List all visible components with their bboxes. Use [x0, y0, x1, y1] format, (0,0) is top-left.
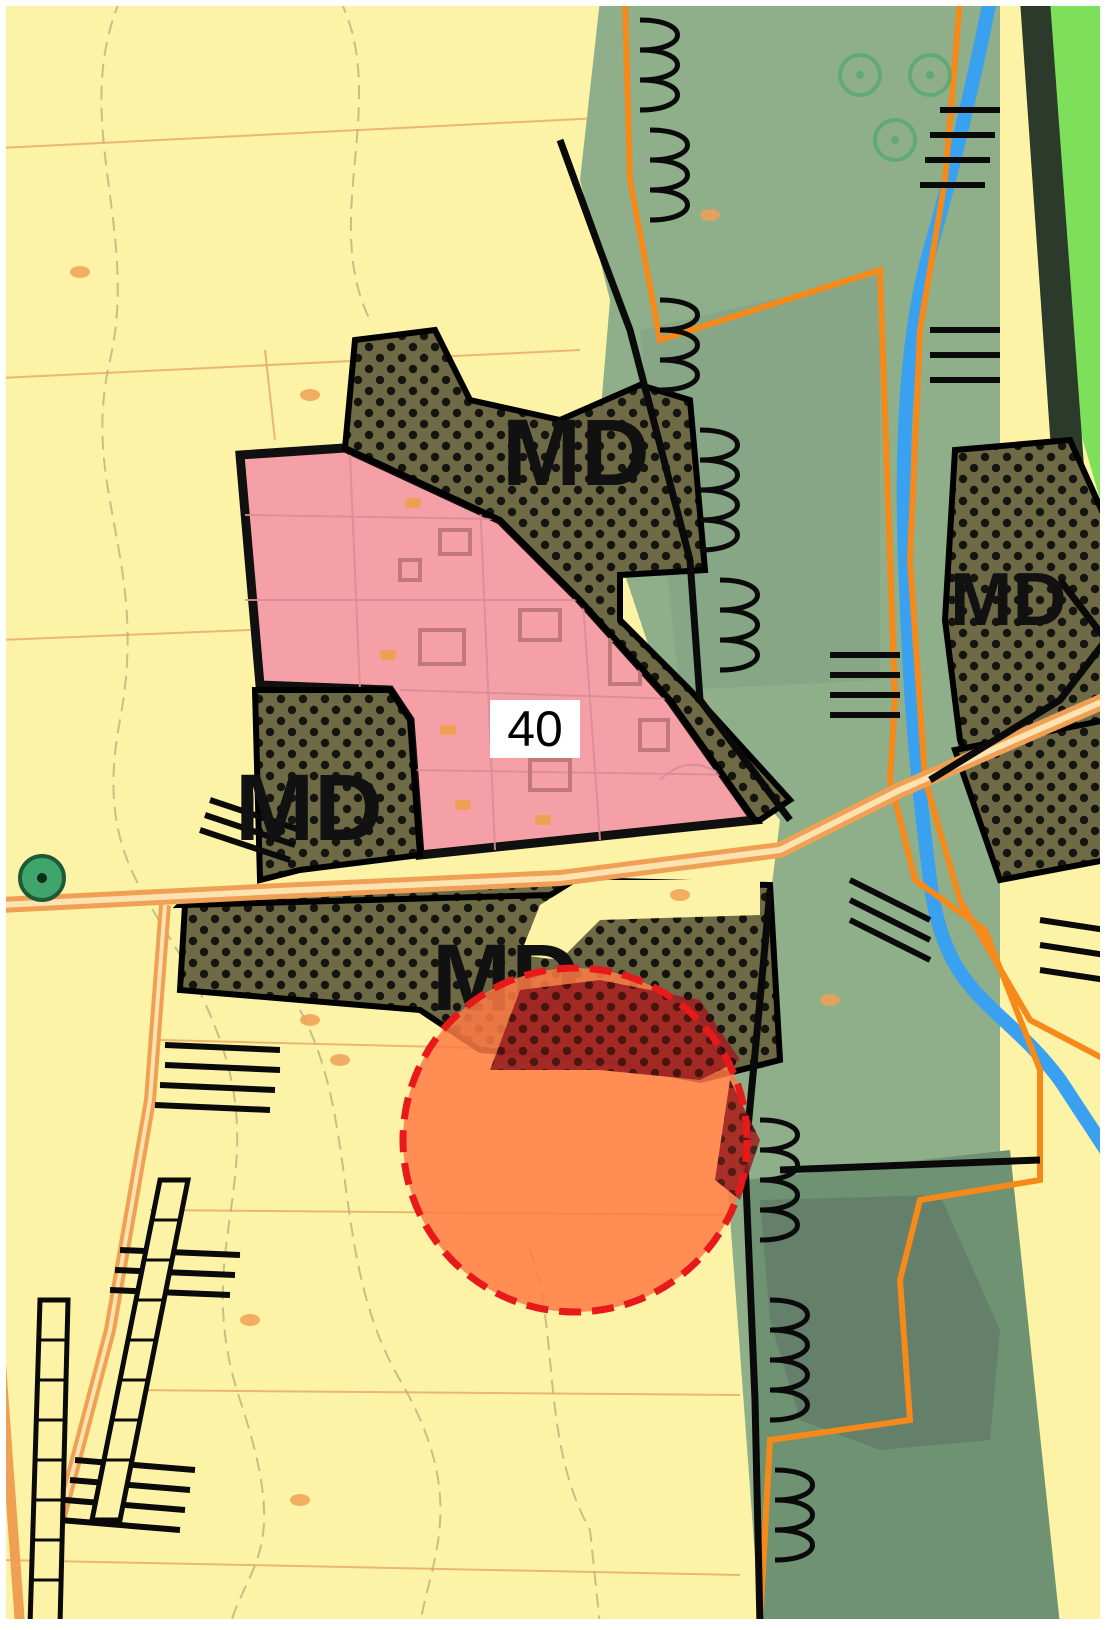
zone-label: MD [950, 557, 1067, 641]
tree-symbols [18, 53, 952, 902]
field-gap [520, 880, 760, 960]
field-lines [0, 117, 761, 1576]
tree-symbol-icon [18, 854, 66, 902]
plot-number-text: 40 [507, 701, 563, 757]
meadow-strip-top [640, 275, 880, 690]
tree-symbol-icon [838, 53, 952, 162]
plot-number-label: 40 [490, 700, 580, 758]
meadow-shadow [760, 1195, 1000, 1450]
hatched-zones [172, 326, 1106, 1084]
zone-label: MD [235, 755, 383, 861]
zone-label: MD [502, 400, 650, 506]
highlight-circle-marker [399, 964, 760, 1316]
slope-symbols [639, 17, 815, 1563]
hatched-zone-top [341, 326, 795, 823]
bar-symbols [59, 107, 1106, 1533]
zone-labels: MD MD MD MD [235, 400, 1067, 1031]
scattered-marks [70, 209, 840, 1506]
contour-lines [100, 0, 601, 1626]
hatched-zone-left [251, 687, 424, 884]
ladder-symbol [27, 1177, 192, 1628]
